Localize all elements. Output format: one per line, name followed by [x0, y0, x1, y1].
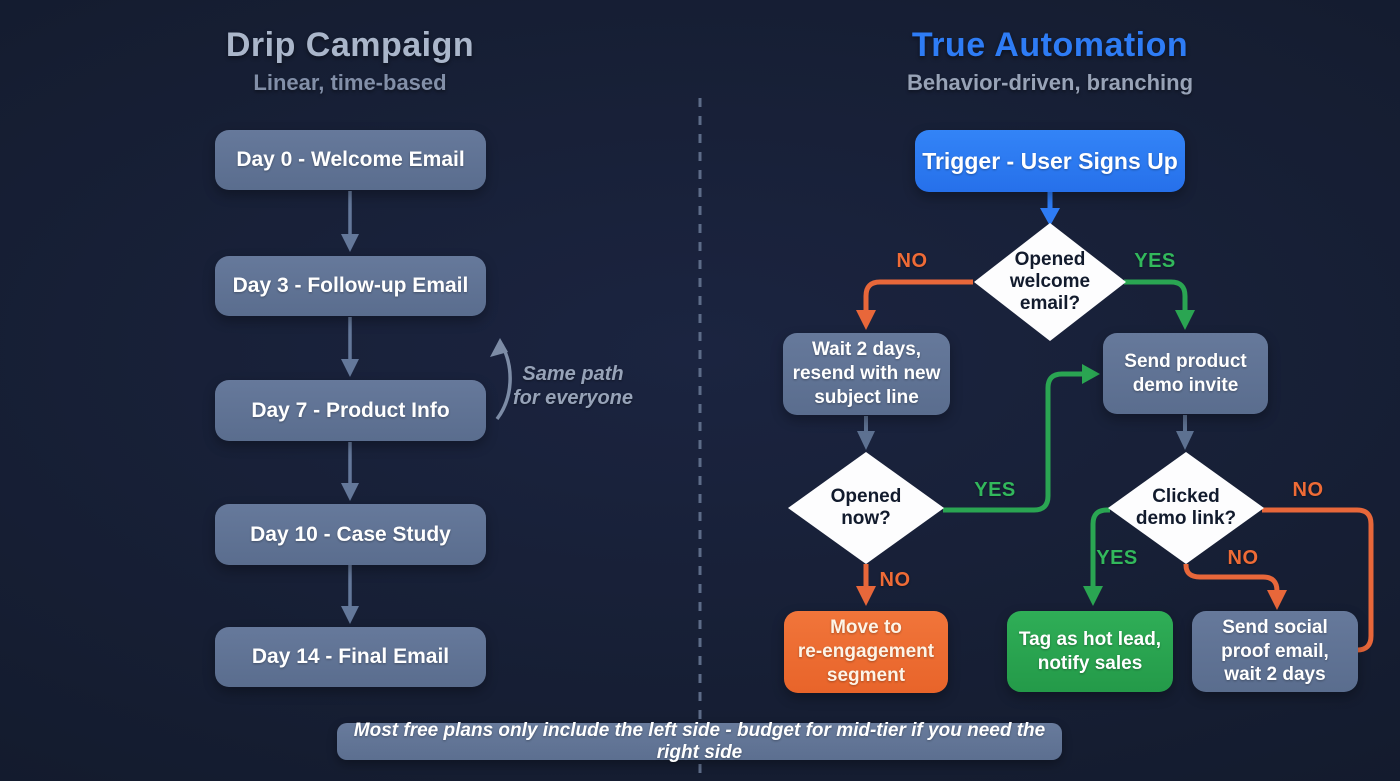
demo-invite-node: Send product demo invite: [1103, 333, 1268, 414]
left-panel-subtitle: Linear, time-based: [253, 70, 447, 95]
right-panel-title: True Automation: [911, 26, 1189, 64]
hot-lead-node: Tag as hot lead, notify sales: [1007, 611, 1173, 692]
left-panel-title: Drip Campaign: [225, 26, 475, 64]
right-panel-subtitle: Behavior-driven, branching: [906, 70, 1194, 95]
decision3-yes-label: YES: [1096, 547, 1138, 569]
drip-step-day0: Day 0 - Welcome Email: [215, 130, 486, 190]
decision3-question: Clicked demo link?: [1135, 486, 1237, 529]
decision3-no-outer-label: NO: [1292, 479, 1324, 501]
decision1-question: Opened welcome email?: [1009, 249, 1091, 314]
decision1-yes-label: YES: [1134, 250, 1176, 272]
drip-step-day3: Day 3 - Follow-up Email: [215, 256, 486, 316]
decision2-question: Opened now?: [830, 486, 902, 529]
drip-step-day7: Day 7 - Product Info: [215, 380, 486, 441]
decision2-no-label: NO: [879, 569, 911, 591]
decision2-yes-label: YES: [974, 479, 1016, 501]
wait-resend-node: Wait 2 days, resend with new subject lin…: [783, 333, 950, 415]
reengagement-node: Move to re-engagement segment: [784, 611, 948, 693]
drip-step-day14: Day 14 - Final Email: [215, 627, 486, 687]
decision1-no-label: NO: [896, 250, 928, 272]
decision3-no-inner-label: NO: [1227, 547, 1259, 569]
footer-note: Most free plans only include the left si…: [337, 720, 1062, 763]
social-proof-node: Send social proof email, wait 2 days: [1192, 611, 1358, 692]
trigger-node: Trigger - User Signs Up: [915, 130, 1185, 192]
drip-step-day10: Day 10 - Case Study: [215, 504, 486, 565]
same-path-annotation: Same path for everyone: [512, 363, 634, 409]
